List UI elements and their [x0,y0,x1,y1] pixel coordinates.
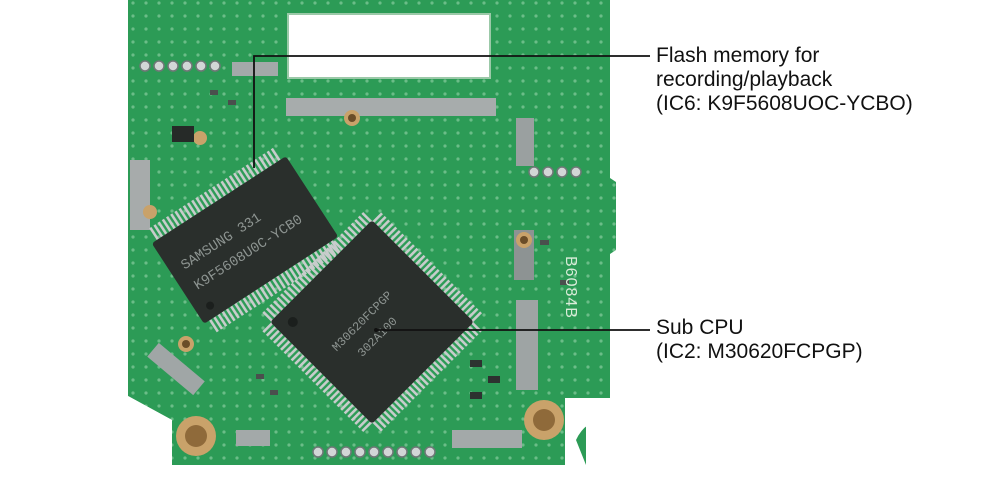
solder-strip [147,342,205,396]
via-pad [143,205,157,219]
solder-strip [452,430,522,448]
board-corner-notch [565,398,610,465]
board-id-label: B6084B [562,256,579,319]
flash-callout-line1: Flash memory for [656,44,820,67]
flash-leader-line [253,55,650,168]
board-window-cutout [287,13,491,79]
sub-cpu-chip: M30620FCPGP 302A100 [261,211,483,433]
cpu-callout-line1: Sub CPU [656,316,744,339]
solder-strip [232,62,278,76]
header-pins-top-left [139,60,221,72]
solder-strip [516,300,538,390]
flash-memory-callout: Flash memory for recording/playback (IC6… [656,44,913,116]
sub-cpu-callout: Sub CPU (IC2: M30620FCPGP) [656,316,863,364]
solder-strip [516,118,534,166]
header-pins-bottom [312,446,436,458]
flash-memory-chip: SAMSUNG 331 K9F5608U0C-YCB0 [148,147,342,333]
cpu-callout-line2: (IC2: M30620FCPGP) [656,340,863,363]
solder-strip [130,160,150,230]
solder-strip [236,430,270,446]
header-pins-right [528,166,582,178]
via-pad [193,131,207,145]
flash-callout-line3: (IC6: K9F5608UOC-YCBO) [656,92,913,115]
flash-callout-line2: recording/playback [656,68,833,91]
smd-components [172,90,569,399]
